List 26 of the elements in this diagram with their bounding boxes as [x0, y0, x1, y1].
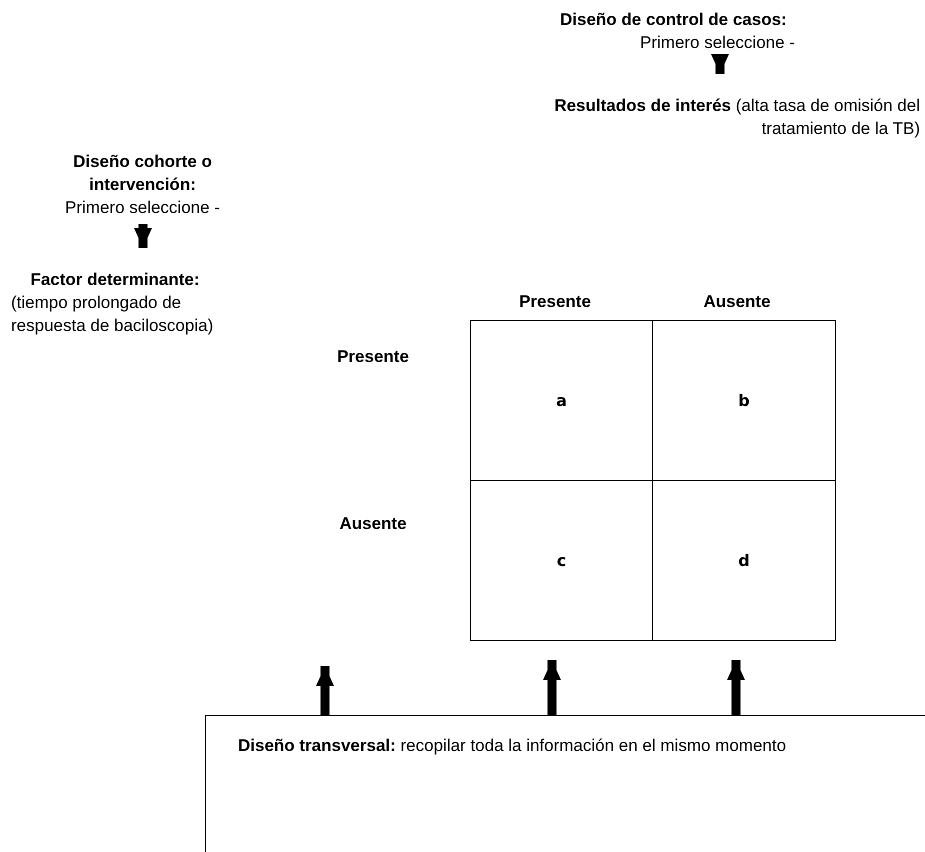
sentence-text: Diseño transversal: recopilar toda la información en el mismo momento — [238, 736, 786, 755]
cell-letter: c — [556, 550, 566, 572]
block-arrow — [727, 660, 745, 715]
sentence-text: Resultados de interés (alta tasa de omisión del tratamiento de la TB) — [554, 96, 920, 138]
body-text: (tiempo prolongado de respuesta de baciloscopia) — [10, 292, 214, 337]
cell-letter: d — [738, 550, 750, 572]
header-label: Ausente — [702, 291, 772, 313]
block-arrow — [711, 54, 729, 74]
table-cell — [652, 480, 836, 641]
cell-letter: b — [738, 390, 750, 412]
heading-text: Diseño cohorte o intervención: — [72, 151, 213, 196]
heading-text: Factor determinante: — [29, 269, 201, 291]
table-cell — [470, 480, 653, 641]
table-cell — [470, 320, 653, 481]
body-text: Primero seleccione - — [64, 197, 221, 219]
header-label: Ausente — [338, 513, 408, 535]
heading-text: Diseño de control de casos: — [560, 9, 788, 31]
header-label: Presente — [336, 346, 410, 368]
body-text: Primero seleccione - — [639, 32, 796, 54]
block-arrow — [543, 660, 561, 715]
block-arrow — [134, 224, 152, 248]
block-arrow — [316, 666, 334, 715]
header-label: Presente — [518, 291, 592, 313]
table-cell — [652, 320, 836, 481]
cell-letter: a — [556, 390, 567, 412]
note-box — [205, 715, 925, 852]
